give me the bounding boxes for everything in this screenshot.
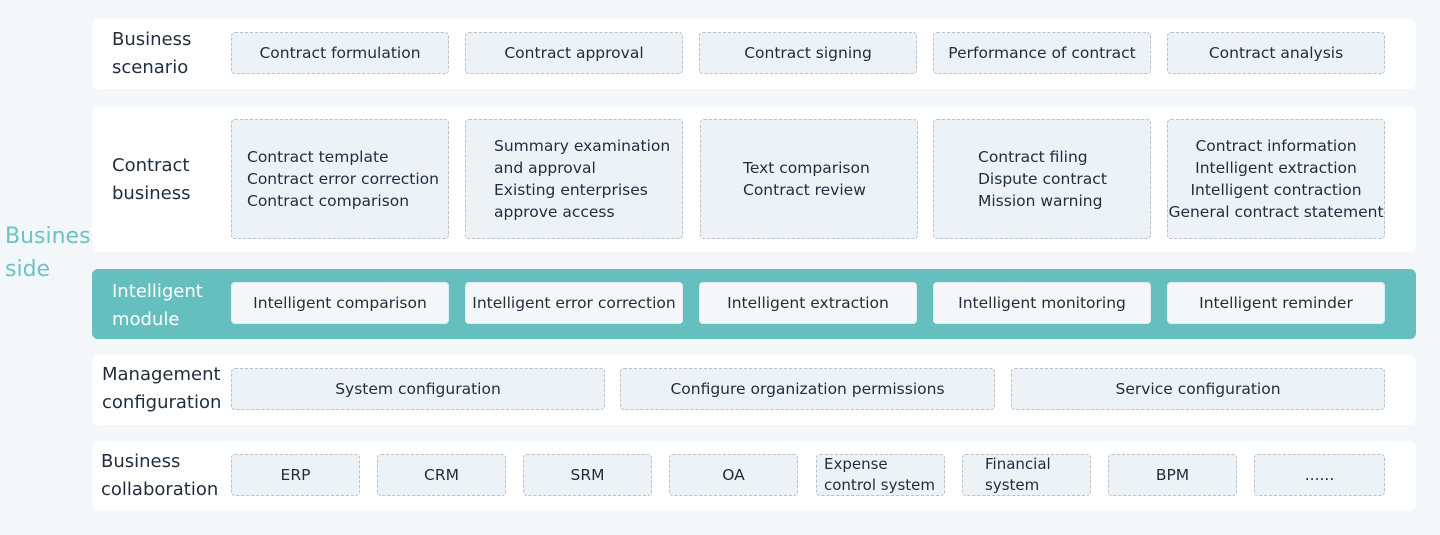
business-side-label: Business side — [5, 220, 115, 286]
contract-information-group-box[interactable]: Contract information Intelligent extract… — [1167, 119, 1385, 239]
label-line: Business — [112, 29, 192, 50]
box-label: Intelligent monitoring — [958, 294, 1126, 312]
contract-business-row: Contract business Contract template Cont… — [92, 106, 1416, 252]
box-line: and approval — [494, 159, 596, 177]
box-label: OA — [722, 466, 745, 484]
box-label: SRM — [570, 466, 605, 484]
box-label: Service configuration — [1115, 380, 1281, 398]
contract-signing-box[interactable]: Contract signing — [699, 32, 917, 74]
box-line: Contract template — [247, 148, 389, 166]
bpm-box[interactable]: BPM — [1108, 454, 1237, 496]
contract-filing-group-box[interactable]: Contract filing Dispute contract Mission… — [933, 119, 1151, 239]
label-line: scenario — [112, 57, 189, 78]
box-label: Intelligent extraction — [727, 294, 889, 312]
business-collaboration-label: Business collaboration — [101, 448, 218, 504]
box-line: Expense — [824, 455, 888, 473]
box-label: Intelligent comparison — [253, 294, 427, 312]
business-scenario-label: Business scenario — [112, 26, 191, 82]
text-comparison-group-box[interactable]: Text comparison Contract review — [700, 119, 918, 239]
box-line: Contract information — [1195, 137, 1357, 155]
box-label: Contract signing — [744, 44, 872, 62]
box-label: ...... — [1304, 466, 1335, 484]
business-collaboration-row: Business collaboration ERP CRM SRM OA Ex… — [92, 441, 1416, 511]
label-line: business — [112, 183, 191, 204]
box-label: Contract analysis — [1208, 44, 1344, 62]
box-line: Mission warning — [978, 192, 1103, 210]
service-configuration-box[interactable]: Service configuration — [1011, 368, 1385, 410]
crm-box[interactable]: CRM — [377, 454, 506, 496]
contract-template-group-box[interactable]: Contract template Contract error correct… — [231, 119, 449, 239]
box-label: Configure organization permissions — [670, 380, 945, 398]
box-label: Contract formulation — [259, 44, 421, 62]
box-label: BPM — [1155, 466, 1190, 484]
side-label-line-2: side — [5, 257, 51, 282]
srm-box[interactable]: SRM — [523, 454, 652, 496]
summary-examination-group-box[interactable]: Summary examination and approval Existin… — [465, 119, 683, 239]
more-systems-box[interactable]: ...... — [1254, 454, 1385, 496]
configure-organization-permissions-box[interactable]: Configure organization permissions — [620, 368, 995, 410]
box-line: Contract error correction — [247, 170, 439, 188]
box-line: Summary examination — [494, 137, 671, 155]
box-line: Contract comparison — [247, 192, 410, 210]
box-line: control system — [824, 476, 935, 494]
box-line: Contract review — [743, 181, 866, 199]
box-line: Dispute contract — [978, 170, 1107, 188]
box-label: Intelligent reminder — [1199, 294, 1353, 312]
intelligent-comparison-box[interactable]: Intelligent comparison — [231, 282, 449, 324]
label-line: Management — [102, 364, 221, 385]
erp-box[interactable]: ERP — [231, 454, 360, 496]
label-line: Contract — [112, 155, 190, 176]
label-line: Intelligent — [112, 281, 203, 302]
intelligent-reminder-box[interactable]: Intelligent reminder — [1167, 282, 1385, 324]
system-configuration-box[interactable]: System configuration — [231, 368, 605, 410]
box-label: Intelligent error correction — [472, 294, 676, 312]
label-line: configuration — [102, 392, 222, 413]
contract-analysis-box[interactable]: Contract analysis — [1167, 32, 1385, 74]
box-line: Financial — [985, 455, 1051, 473]
contract-business-label: Contract business — [112, 152, 190, 208]
oa-box[interactable]: OA — [669, 454, 798, 496]
box-line: Contract filing — [978, 148, 1088, 166]
performance-of-contract-box[interactable]: Performance of contract — [933, 32, 1151, 74]
intelligent-error-correction-box[interactable]: Intelligent error correction — [465, 282, 683, 324]
intelligent-monitoring-box[interactable]: Intelligent monitoring — [933, 282, 1151, 324]
box-label: CRM — [424, 466, 459, 484]
box-label: Performance of contract — [948, 44, 1136, 62]
box-label: System configuration — [335, 380, 501, 398]
box-label: ERP — [280, 466, 311, 484]
intelligent-extraction-box[interactable]: Intelligent extraction — [699, 282, 917, 324]
management-configuration-row: Management configuration System configur… — [92, 355, 1416, 425]
box-label: Contract approval — [504, 44, 644, 62]
label-line: collaboration — [101, 479, 219, 500]
business-scenario-row: Business scenario Contract formulation C… — [92, 19, 1416, 89]
box-line: Existing enterprises — [494, 181, 648, 199]
box-line: General contract statement — [1168, 203, 1384, 221]
contract-formulation-box[interactable]: Contract formulation — [231, 32, 449, 74]
label-line: Business — [101, 451, 181, 472]
box-line: Text comparison — [743, 159, 870, 177]
box-line: Intelligent extraction — [1195, 159, 1357, 177]
expense-control-system-box[interactable]: Expense control system — [816, 454, 945, 496]
label-line: module — [112, 309, 180, 330]
box-line: system — [985, 476, 1040, 494]
intelligent-module-label: Intelligent module — [112, 278, 203, 334]
intelligent-module-row: Intelligent module Intelligent compariso… — [92, 269, 1416, 339]
side-label-line-1: Business — [5, 224, 103, 249]
box-line: Intelligent contraction — [1190, 181, 1362, 199]
box-line: approve access — [494, 203, 615, 221]
contract-approval-box[interactable]: Contract approval — [465, 32, 683, 74]
management-configuration-label: Management configuration — [102, 361, 221, 417]
financial-system-box[interactable]: Financial system — [962, 454, 1091, 496]
